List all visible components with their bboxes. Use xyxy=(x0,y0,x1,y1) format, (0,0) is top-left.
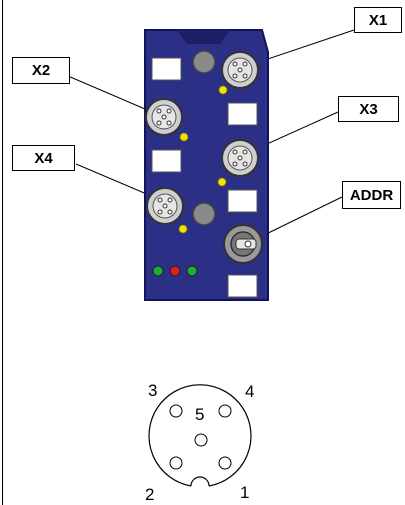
callout-x3: X3 xyxy=(338,96,399,122)
connector-x3 xyxy=(221,139,259,177)
pinout-diagram: 3 4 5 2 1 xyxy=(145,381,254,504)
label-tag xyxy=(151,57,182,81)
leader-addr xyxy=(257,196,343,239)
screw-middle xyxy=(192,202,216,226)
frame-left-line xyxy=(2,0,3,505)
screw-top xyxy=(192,50,216,74)
status-led xyxy=(186,265,198,277)
status-led xyxy=(152,265,164,277)
addr-rotary-switch xyxy=(223,224,263,264)
pin-label-4: 4 xyxy=(245,382,254,401)
yellow-indicators xyxy=(178,85,228,234)
leader-x2 xyxy=(67,75,153,113)
connector-x2 xyxy=(145,98,183,136)
leader-x4 xyxy=(75,163,157,199)
label-tag xyxy=(227,189,258,213)
callout-x4: X4 xyxy=(12,145,75,171)
callout-x1: X1 xyxy=(354,7,402,33)
pinout-outline xyxy=(148,384,252,487)
housing-top-notch xyxy=(177,30,230,44)
label-tag xyxy=(227,274,258,298)
pinout-key-notch xyxy=(190,476,210,487)
pin-label-1: 1 xyxy=(240,483,249,502)
status-led xyxy=(169,265,181,277)
pin-label-3: 3 xyxy=(148,381,157,400)
label-tag xyxy=(151,149,182,173)
pin-label-2: 2 xyxy=(145,485,154,504)
callout-x2: X2 xyxy=(12,57,70,84)
label-tag xyxy=(227,102,258,126)
connector-x1 xyxy=(221,51,259,89)
pin-label-5: 5 xyxy=(195,405,204,424)
callout-addr: ADDR xyxy=(342,181,401,209)
pinout-holes xyxy=(169,404,232,470)
connector-x4 xyxy=(146,187,184,225)
